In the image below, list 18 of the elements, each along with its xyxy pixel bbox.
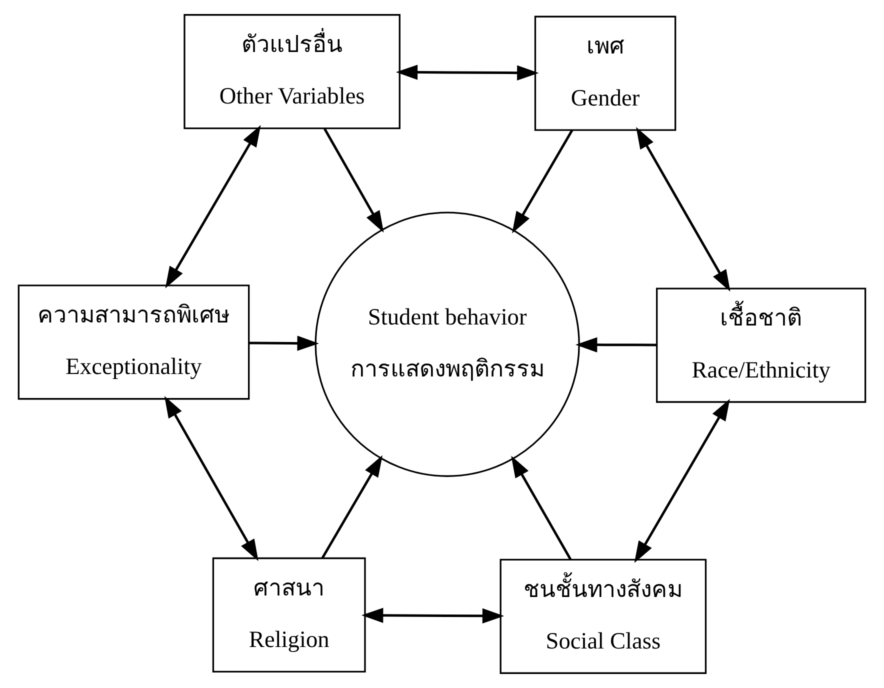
arrow — [634, 398, 730, 563]
arrow — [511, 456, 572, 560]
arrow — [576, 337, 657, 352]
arrow — [249, 336, 319, 351]
arrow — [164, 396, 258, 562]
node-box: ศาสนา Religion — [212, 557, 366, 672]
arrow — [361, 608, 504, 624]
arrow — [324, 128, 384, 233]
arrow — [396, 64, 539, 80]
arrow — [165, 125, 261, 288]
node-box: ตัวแปรอื่น Other Variables — [184, 14, 400, 130]
arrow — [636, 127, 730, 292]
arrow — [512, 130, 574, 234]
node-box: เชื้อชาติ Race/Ethnicity — [656, 288, 866, 403]
node-box: ชนชั้นทางสังคม Social Class — [500, 558, 707, 674]
arrow — [321, 455, 383, 559]
node-box: ความสามารถพิเศษ Exceptionality — [18, 284, 250, 400]
node-box: เพศ Gender — [534, 16, 676, 131]
